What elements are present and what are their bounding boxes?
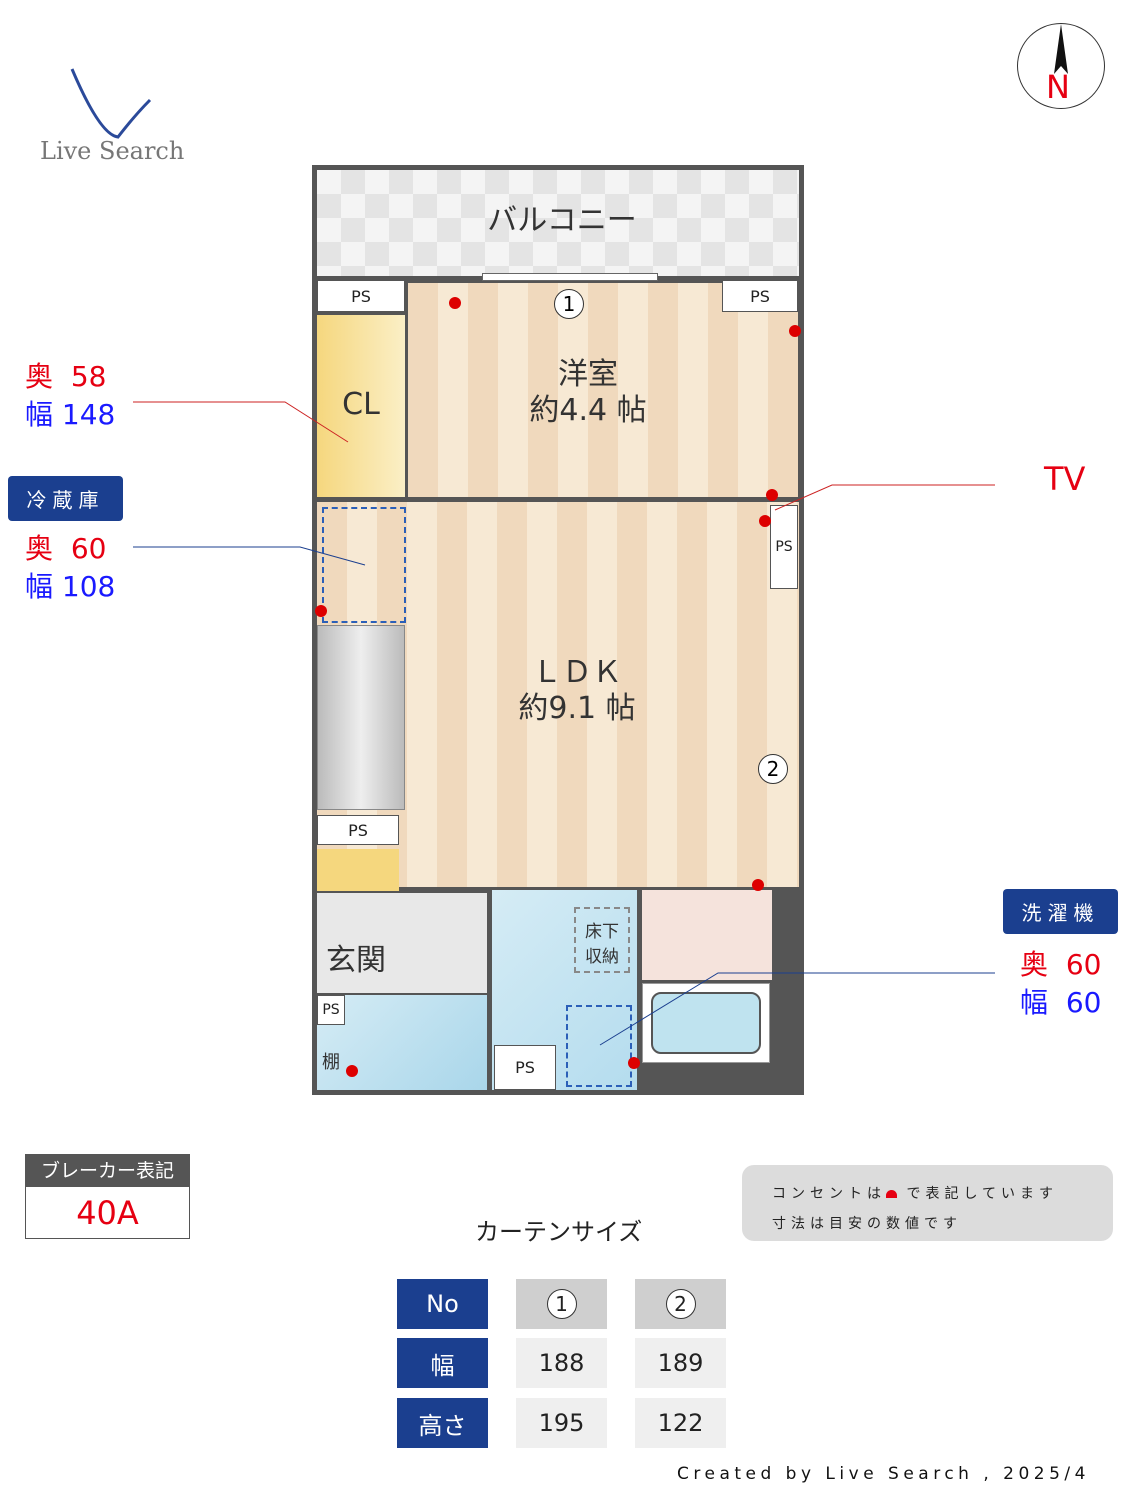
outlet-icon bbox=[789, 325, 801, 337]
outlet-icon bbox=[346, 1065, 358, 1077]
shoe-shelf bbox=[317, 849, 399, 891]
ldk-label: ＬＤＫ bbox=[532, 655, 622, 690]
closet-depth-label: 奥 bbox=[25, 360, 54, 393]
balcony-label: バルコニー bbox=[487, 203, 637, 238]
fridge-dimensions: 奥 60 幅 108 bbox=[25, 530, 115, 606]
outlet-icon bbox=[752, 879, 764, 891]
fridge-depth: 60 bbox=[70, 532, 107, 565]
compass-north-label: N bbox=[1046, 68, 1070, 106]
logo: Live Search bbox=[40, 65, 200, 170]
shelf-label: 棚 bbox=[322, 1052, 340, 1073]
ps-box: PS bbox=[317, 280, 405, 312]
closet bbox=[317, 315, 405, 497]
outlet-icon bbox=[628, 1057, 640, 1069]
logo-v-mark bbox=[70, 68, 152, 139]
curtain-header-1: 1 bbox=[516, 1279, 607, 1329]
western-room-size: 約4.4 帖 bbox=[529, 393, 647, 428]
footer-credit: Created by Live Search , 2025/4 bbox=[677, 1464, 1090, 1484]
note-outlet-text-2: で表記しています bbox=[906, 1186, 1059, 1202]
logo-text: Live Search bbox=[40, 137, 185, 165]
closet-label: CL bbox=[342, 387, 380, 422]
underfloor-storage: 床下 収納 bbox=[574, 907, 630, 973]
ps-box: PS bbox=[770, 505, 798, 589]
toilet bbox=[317, 995, 487, 1090]
western-room bbox=[408, 283, 798, 497]
kitchen-counter bbox=[317, 625, 405, 810]
compass-needle-icon bbox=[1054, 24, 1068, 74]
outlet-icon bbox=[766, 489, 778, 501]
western-room-label: 洋室 bbox=[558, 357, 618, 392]
washer-width: 60 bbox=[1065, 986, 1102, 1019]
balcony bbox=[317, 170, 799, 276]
curtain-row-width-label: 幅 bbox=[397, 1338, 488, 1388]
washer-tag: 洗濯機 bbox=[1003, 889, 1118, 934]
washer-depth: 60 bbox=[1065, 948, 1102, 981]
curtain-header-2: 2 bbox=[635, 1279, 726, 1329]
ps-box: PS bbox=[722, 280, 798, 312]
fridge-width: 108 bbox=[61, 570, 116, 603]
outlet-icon bbox=[449, 297, 461, 309]
breaker-value: 40A bbox=[76, 1194, 139, 1232]
ps-box: PS bbox=[317, 815, 399, 845]
closet-depth: 58 bbox=[70, 360, 107, 393]
note-dimensions-text: 寸法は目安の数値です bbox=[772, 1216, 962, 1232]
leader-lines bbox=[133, 401, 995, 1046]
note-outlet-text: コンセントは bbox=[772, 1186, 886, 1202]
window-marker-2: 2 bbox=[665, 1289, 696, 1319]
washer-depth-label: 奥 bbox=[1020, 948, 1049, 981]
tv-label: TV bbox=[1044, 460, 1086, 498]
curtain-width-2: 189 bbox=[635, 1338, 726, 1388]
fridge-space bbox=[322, 507, 406, 623]
window-marker-2: 2 bbox=[758, 754, 788, 784]
breaker-box: ブレーカー表記 40A bbox=[25, 1154, 190, 1239]
breaker-title: ブレーカー表記 bbox=[26, 1155, 189, 1187]
curtain-width-1: 188 bbox=[516, 1338, 607, 1388]
window-marker-1: 1 bbox=[546, 1289, 577, 1319]
notes-box: コンセントは で表記しています 寸法は目安の数値です bbox=[742, 1165, 1113, 1241]
entrance-label: 玄関 bbox=[326, 943, 386, 978]
washer-width-label: 幅 bbox=[1020, 986, 1049, 1019]
curtain-height-2: 122 bbox=[635, 1398, 726, 1448]
curtain-height-1: 195 bbox=[516, 1398, 607, 1448]
washer-dimensions: 奥 60 幅 60 bbox=[1020, 946, 1101, 1022]
compass: N bbox=[1017, 23, 1105, 109]
washer-space bbox=[566, 1005, 632, 1087]
fridge-tag: 冷蔵庫 bbox=[8, 476, 123, 521]
entrance bbox=[317, 893, 487, 993]
ps-box: PS bbox=[317, 995, 345, 1025]
closet-dimensions: 奥 58 幅 148 bbox=[25, 358, 115, 434]
ps-box: PS bbox=[494, 1045, 556, 1090]
ldk-size: 約9.1 帖 bbox=[518, 691, 636, 726]
outlet-icon bbox=[759, 515, 771, 527]
fridge-width-label: 幅 bbox=[25, 570, 54, 603]
balcony-window bbox=[482, 273, 658, 281]
fridge-depth-label: 奥 bbox=[25, 532, 54, 565]
closet-width: 148 bbox=[61, 398, 116, 431]
curtain-row-height-label: 高さ bbox=[397, 1398, 488, 1448]
outlet-icon bbox=[315, 605, 327, 617]
outlet-legend-icon bbox=[886, 1190, 897, 1198]
curtain-header-no: No bbox=[397, 1279, 488, 1329]
closet-width-label: 幅 bbox=[25, 398, 54, 431]
window-marker-1: 1 bbox=[554, 289, 584, 319]
bathroom-dressing bbox=[642, 890, 772, 980]
curtain-title: カーテンサイズ bbox=[475, 1218, 643, 1246]
floor-plan: バルコニー 洋室 約4.4 帖 PS PS CL ＬＤＫ 約9.1 帖 PS P… bbox=[312, 165, 804, 1095]
